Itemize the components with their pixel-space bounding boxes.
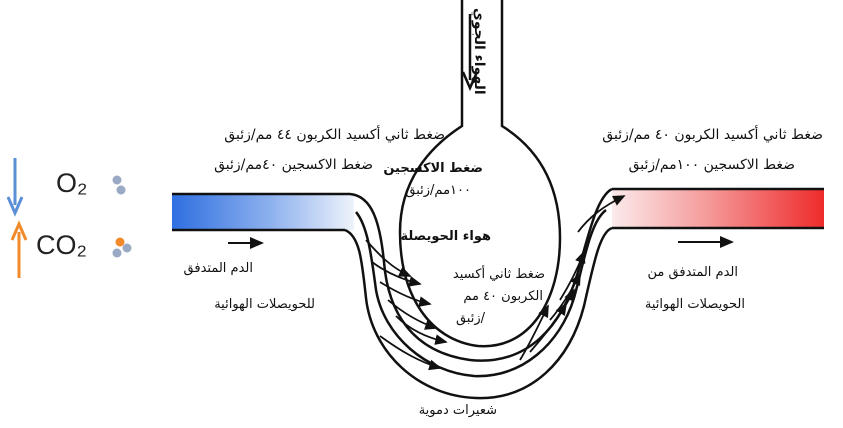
carbon-dioxide-up-arrow: [12, 224, 26, 278]
alveolus-co2-line3: /زئبق: [456, 312, 485, 325]
right-flow-label-line1: الدم المتدفق من: [648, 266, 738, 279]
capillaries-label: شعيرات دموية: [419, 404, 497, 417]
atmospheric-air-label: الهواء الجوي: [472, 8, 486, 95]
alveolus-air-label: هواء الحويصلة: [400, 230, 491, 243]
left-co2-pressure: ضغط ثاني أكسيد الكربون ٤٤ مم/زئبق: [224, 128, 445, 142]
oxygenated-blood-vessel: [612, 189, 824, 228]
carbon-dioxide-label: CO₂: [36, 232, 87, 259]
alveolus-o2-line1: ضغط الاكسجين: [383, 162, 483, 175]
right-flow-label-line2: الحويصلات الهوائية: [645, 298, 745, 311]
oxygen-down-arrow: [8, 158, 22, 213]
deoxygenated-blood-vessel: [172, 194, 354, 230]
right-o2-pressure: ضغط الاكسجين ١٠٠مم/زئبق: [629, 158, 795, 172]
carbon-dioxide-molecule-icon: [113, 238, 132, 258]
alveolus-o2-line2: ١٠٠مم/زئبق: [405, 184, 471, 197]
left-flow-label-line2: للحويصلات الهوائية: [214, 298, 315, 311]
right-co2-pressure: ضغط ثاني أكسيد الكربون ٤٠ مم/زئبق: [602, 128, 823, 142]
alveolus-co2-line1: ضغط ثاني أكسيد: [453, 268, 545, 281]
oxygen-label: O₂: [56, 170, 87, 197]
left-o2-pressure: ضغط الاكسجين ٤٠مم/زئبق: [214, 158, 373, 172]
left-flow-label-line1: الدم المتدفق: [184, 262, 253, 275]
oxygen-molecule-icon: [113, 176, 126, 195]
alveolus-co2-line2: الكربون ٤٠ مم: [463, 290, 543, 303]
